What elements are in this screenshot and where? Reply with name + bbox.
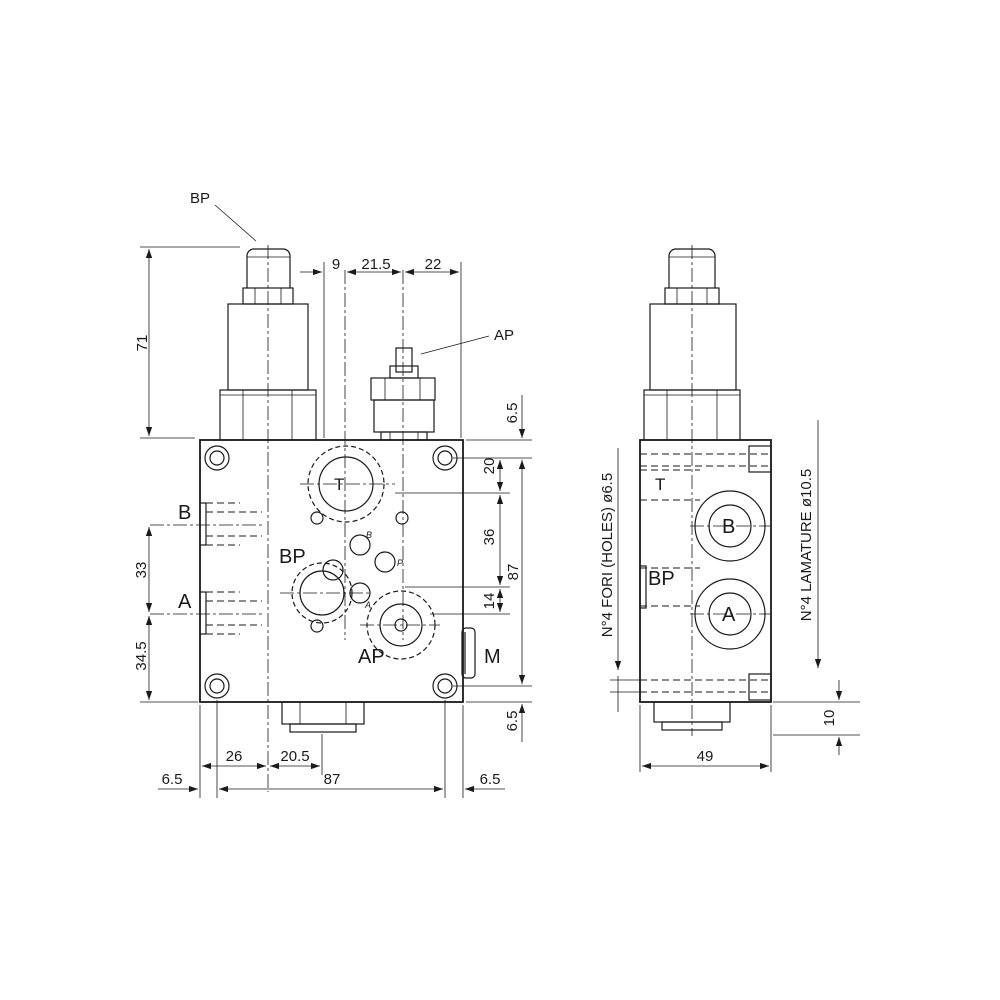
interface-ports	[291, 445, 436, 660]
side-mounting-holes	[640, 445, 772, 701]
side-view: T BP B A N°4 FORI (HOLES) ø6.5 N°4 LAMAT…	[599, 245, 860, 772]
gauge-port-m	[461, 627, 476, 679]
dim-49: 49	[697, 748, 714, 765]
side-label-a: A	[722, 604, 736, 626]
dim-6-5-right: 6.5	[480, 771, 501, 788]
side-valve	[643, 245, 741, 736]
label-small-b: B	[366, 530, 372, 540]
front-view: B A T BP AP M B P A BP AP 71 9 21.5 22	[133, 190, 532, 798]
dim-10: 10	[821, 710, 838, 727]
callout-ap: AP	[494, 327, 514, 344]
dim-6-5-left: 6.5	[162, 771, 183, 788]
mounting-holes	[204, 445, 458, 699]
dim-87-bottom: 87	[324, 771, 341, 788]
side-label-t: T	[655, 475, 665, 494]
label-port-t: T	[334, 475, 344, 494]
dim-14: 14	[481, 593, 498, 610]
dim-87-right: 87	[505, 564, 522, 581]
dim-9: 9	[332, 256, 340, 273]
dim-20-5: 20.5	[280, 748, 309, 765]
dim-33: 33	[133, 562, 150, 579]
dim-26: 26	[226, 748, 243, 765]
label-port-m: M	[484, 646, 501, 668]
side-label-bp: BP	[648, 568, 675, 590]
dim-6-5-bottom: 6.5	[504, 711, 521, 732]
note-counterbore: N°4 LAMATURE ø10.5	[798, 469, 815, 621]
label-port-ap: AP	[358, 646, 385, 668]
ap-relief-valve	[370, 347, 436, 441]
side-label-b: B	[722, 516, 735, 538]
callout-bp: BP	[190, 190, 210, 207]
label-port-b: B	[178, 502, 191, 524]
dim-34-5: 34.5	[133, 641, 150, 670]
label-port-a: A	[178, 591, 192, 613]
dim-6-5-top: 6.5	[504, 403, 521, 424]
bottom-plug	[281, 701, 365, 733]
dim-20: 20	[481, 458, 498, 475]
dim-36: 36	[481, 529, 498, 546]
label-port-bp: BP	[279, 546, 306, 568]
label-small-p: P	[397, 558, 403, 568]
note-holes: N°4 FORI (HOLES) ø6.5	[599, 473, 616, 637]
front-body	[199, 439, 464, 703]
port-b-hidden	[200, 502, 262, 546]
dim-71: 71	[134, 335, 151, 352]
label-small-a: A	[364, 600, 371, 610]
port-a-hidden	[200, 591, 262, 635]
dim-21-5: 21.5	[361, 256, 390, 273]
dim-22: 22	[425, 256, 442, 273]
centre-lines	[150, 245, 440, 792]
